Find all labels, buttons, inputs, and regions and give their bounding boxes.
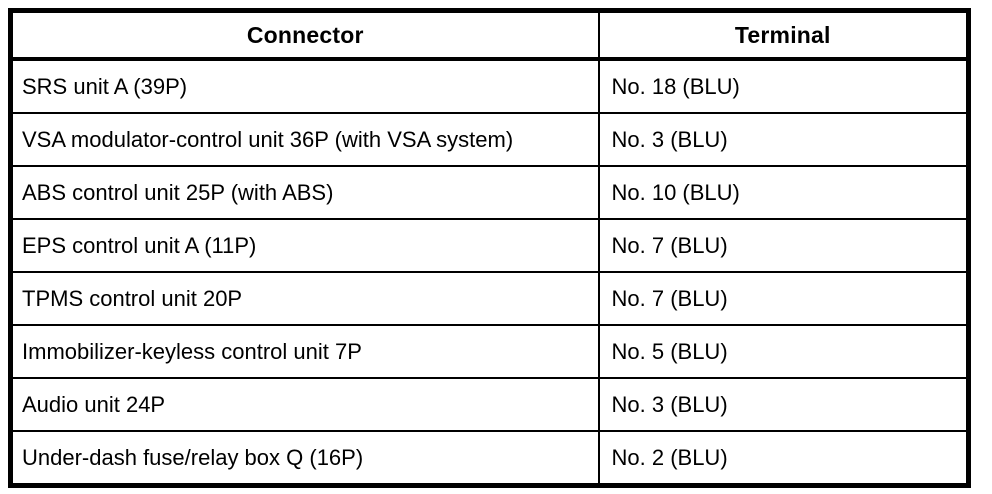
- terminal-cell: No. 2 (BLU): [597, 430, 970, 487]
- table-header-row: Connector Terminal: [9, 9, 970, 61]
- connector-cell: TPMS control unit 20P: [9, 271, 600, 326]
- connector-cell: EPS control unit A (11P): [9, 218, 600, 273]
- terminal-cell: No. 5 (BLU): [597, 324, 970, 379]
- table-row: SRS unit A (39P) No. 18 (BLU): [9, 58, 970, 114]
- connector-cell: Immobilizer-keyless control unit 7P: [9, 324, 600, 379]
- table-row: EPS control unit A (11P) No. 7 (BLU): [9, 218, 970, 273]
- connector-cell: ABS control unit 25P (with ABS): [9, 165, 600, 220]
- connector-cell: SRS unit A (39P): [9, 58, 600, 114]
- connector-cell: Audio unit 24P: [9, 377, 600, 432]
- connector-cell: VSA modulator-control unit 36P (with VSA…: [9, 112, 600, 167]
- table-row: VSA modulator-control unit 36P (with VSA…: [9, 112, 970, 167]
- terminal-cell: No. 10 (BLU): [597, 165, 970, 220]
- table-row: TPMS control unit 20P No. 7 (BLU): [9, 271, 970, 326]
- table-row: ABS control unit 25P (with ABS) No. 10 (…: [9, 165, 970, 220]
- table-row: Immobilizer-keyless control unit 7P No. …: [9, 324, 970, 379]
- column-header-connector: Connector: [9, 9, 600, 61]
- terminal-cell: No. 3 (BLU): [597, 377, 970, 432]
- connector-terminal-table: Connector Terminal SRS unit A (39P) No. …: [8, 8, 971, 488]
- terminal-cell: No. 7 (BLU): [597, 218, 970, 273]
- table-row: Audio unit 24P No. 3 (BLU): [9, 377, 970, 432]
- terminal-cell: No. 3 (BLU): [597, 112, 970, 167]
- connector-cell: Under-dash fuse/relay box Q (16P): [9, 430, 600, 487]
- terminal-cell: No. 7 (BLU): [597, 271, 970, 326]
- terminal-cell: No. 18 (BLU): [597, 58, 970, 114]
- column-header-terminal: Terminal: [597, 9, 970, 61]
- table-row: Under-dash fuse/relay box Q (16P) No. 2 …: [9, 430, 970, 487]
